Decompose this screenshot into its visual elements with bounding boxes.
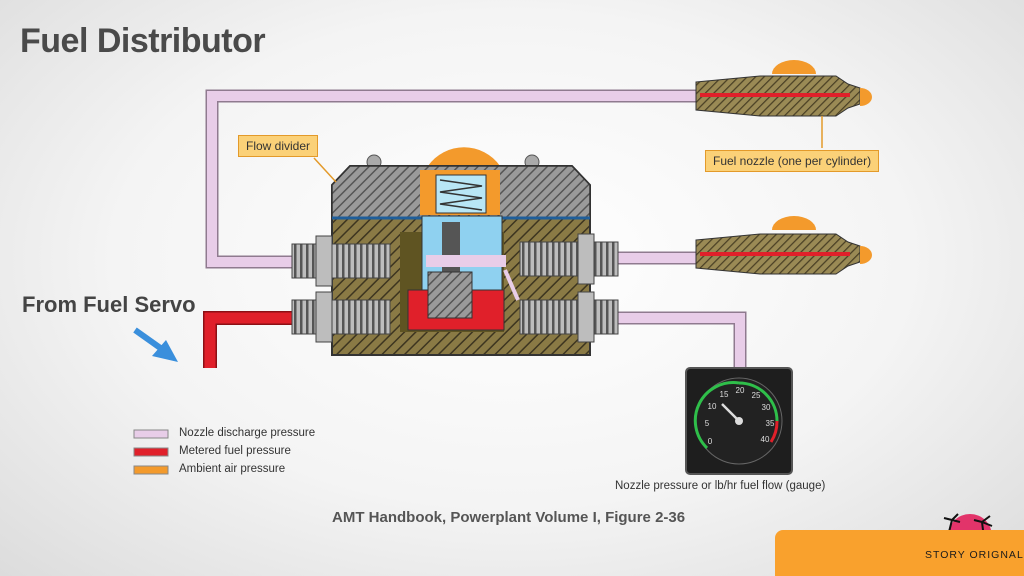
pressure-gauge — [685, 367, 793, 475]
legend-swatch-ambient-air — [133, 465, 169, 475]
fuel-nozzle-bottom — [695, 216, 872, 275]
gauge-tick: 25 — [752, 391, 761, 400]
legend-label-nozzle-discharge: Nozzle discharge pressure — [179, 427, 316, 439]
gauge-caption: Nozzle pressure or lb/hr fuel flow (gaug… — [615, 480, 826, 492]
gauge-tick: 10 — [708, 402, 717, 411]
figure-credit: AMT Handbook, Powerplant Volume I, Figur… — [332, 509, 686, 526]
gauge-tick: 30 — [762, 403, 771, 412]
gauge-tick: 20 — [736, 386, 745, 395]
fitting-left-top — [291, 235, 391, 287]
gauge-tick-labels: 0 5 10 15 20 25 30 35 40 — [705, 386, 775, 446]
flow-divider-pointer — [313, 157, 337, 183]
gauge-tick: 0 — [708, 437, 713, 446]
gauge-tick: 5 — [705, 419, 710, 428]
fitting-right-bottom — [519, 291, 619, 343]
legend-label-metered-fuel: Metered fuel pressure — [179, 445, 291, 457]
legend-swatch-nozzle-discharge — [133, 429, 169, 439]
gauge-tick: 15 — [720, 390, 729, 399]
nozzle-discharge-line — [205, 89, 747, 372]
metered-fuel-line — [203, 311, 298, 368]
from-servo-label: From Fuel Servo — [22, 292, 196, 317]
fuel-nozzle-callout: Fuel nozzle (one per cylinder) — [705, 150, 880, 172]
gauge-tick: 40 — [761, 435, 770, 444]
fitting-right-top — [519, 233, 619, 285]
brand-banner — [775, 530, 1024, 576]
gauge-tick: 35 — [766, 419, 775, 428]
brand-text: STORY ORIGNAL — [925, 549, 1024, 561]
fitting-left-bottom — [291, 291, 391, 343]
legend-label-ambient-air: Ambient air pressure — [179, 463, 286, 475]
page-title: Fuel Distributor — [20, 22, 266, 60]
fuel-nozzle-top — [695, 60, 872, 117]
legend-swatches — [133, 429, 169, 475]
from-servo-arrow — [133, 327, 178, 362]
flow-divider-callout: Flow divider — [238, 135, 319, 157]
legend-swatch-metered-fuel — [133, 447, 169, 457]
